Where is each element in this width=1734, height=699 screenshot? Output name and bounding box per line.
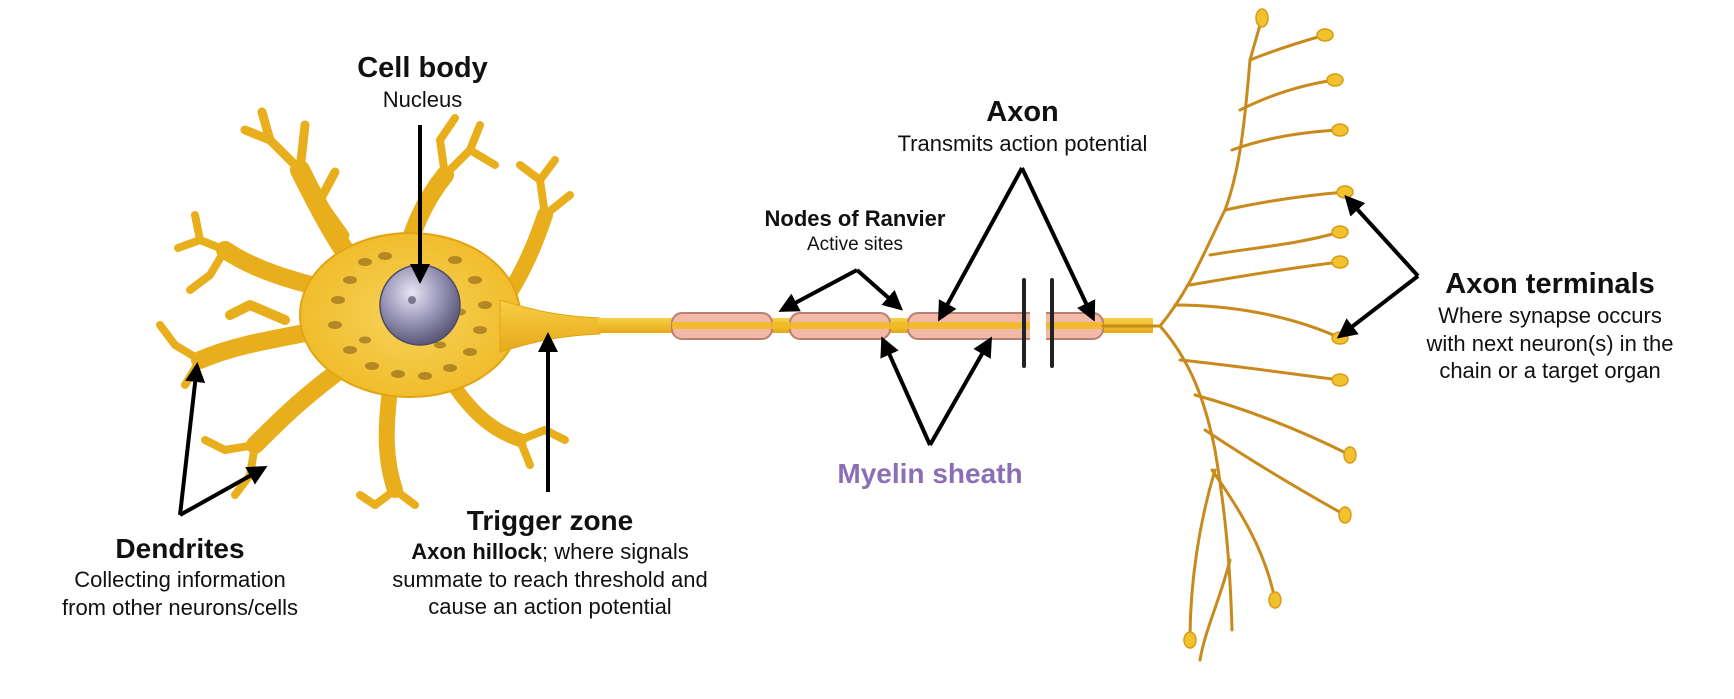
terminals-line-1: Where synapse occurs bbox=[1438, 303, 1662, 329]
cell-body-label: Cell body Nucleus bbox=[300, 50, 545, 114]
dendrites-line-1: Collecting information bbox=[74, 567, 286, 592]
dendrites-label: Dendrites Collecting information from ot… bbox=[30, 531, 330, 621]
nodes-of-ranvier-label: Nodes of Ranvier Active sites bbox=[730, 205, 980, 256]
axon-label: Axon Transmits action potential bbox=[850, 94, 1195, 158]
axon-hillock-shape bbox=[499, 299, 601, 353]
axon-terminals-label: Axon terminals Where synapse occurs with… bbox=[1395, 266, 1705, 385]
trigger-line-3: cause an action potential bbox=[428, 594, 672, 619]
cell-body-subtitle: Nucleus bbox=[382, 87, 463, 113]
terminals-line-2: with next neuron(s) in the bbox=[1426, 330, 1674, 356]
axon-break-mark bbox=[1022, 278, 1054, 368]
myelin-sheath-label: Myelin sheath bbox=[800, 456, 1060, 491]
trigger-line-2: summate to reach threshold and bbox=[392, 566, 708, 592]
nodes-subtitle: Active sites bbox=[806, 233, 904, 255]
trigger-zone-label: Trigger zone Axon hillock; where signals… bbox=[350, 503, 750, 621]
arrow-myelin-right bbox=[928, 336, 992, 446]
arrow-axon-left bbox=[938, 167, 1024, 322]
nissl-granules bbox=[328, 252, 492, 380]
trigger-title: Trigger zone bbox=[466, 505, 634, 536]
dendrites-title: Dendrites bbox=[115, 533, 245, 564]
terminals-title: Axon terminals bbox=[1445, 268, 1655, 300]
trigger-line-1: ; where signals bbox=[542, 539, 689, 564]
trigger-bold-lead: Axon hillock bbox=[411, 539, 543, 564]
terminals-line-3: chain or a target organ bbox=[1439, 358, 1661, 384]
arrow-nodes-right bbox=[855, 268, 903, 311]
axon-terminals-shape bbox=[1101, 16, 1352, 662]
arrow-axon-right bbox=[1020, 167, 1096, 322]
terminal-boutons bbox=[1183, 8, 1357, 649]
arrow-nodes-left bbox=[778, 268, 858, 312]
arrow-dendrites-right bbox=[179, 466, 268, 517]
myelin-title: Myelin sheath bbox=[837, 458, 1023, 489]
dendrites-line-2: from other neurons/cells bbox=[62, 594, 298, 620]
arrow-terminals-bottom bbox=[1336, 274, 1420, 339]
axon-subtitle: Transmits action potential bbox=[897, 131, 1148, 157]
cell-body-title: Cell body bbox=[357, 52, 488, 84]
arrow-myelin-left bbox=[880, 336, 932, 446]
axon-title: Axon bbox=[986, 96, 1059, 128]
arrow-dendrites-up bbox=[178, 362, 206, 516]
nodes-title: Nodes of Ranvier bbox=[764, 206, 946, 231]
arrow-terminals-top bbox=[1344, 195, 1420, 278]
